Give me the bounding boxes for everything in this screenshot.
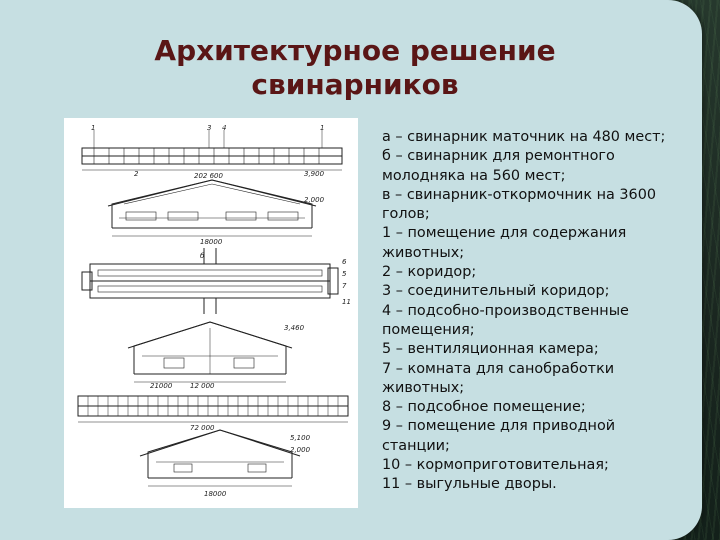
legend-line: 11 – выгульные дворы.	[382, 476, 557, 493]
architectural-drawing: 1 3 4 1 2 202 600 3,900 2,000 18000 б 6 …	[64, 118, 358, 508]
legend-line: в – свинарник-откормочник на 3600	[382, 186, 657, 203]
section-b	[127, 321, 293, 383]
label-b2: 5	[342, 270, 347, 278]
section-c	[139, 429, 301, 487]
legend-line: 5 – вентиляционная камера;	[382, 341, 599, 358]
legend-line: 1 – помещение для содержания	[382, 225, 627, 242]
title-line-1: Архитектурное решение	[154, 34, 556, 67]
span-b2: 21000	[150, 382, 173, 390]
legend-line: 7 – комната для санобработки	[382, 360, 615, 377]
plan-b	[81, 248, 339, 314]
legend-line: а – свинарник маточник на 480 мест;	[382, 129, 666, 145]
slide-panel: Архитектурное решение свинарников	[0, 0, 702, 540]
title-line-2: свинарников	[251, 68, 459, 101]
legend-line: 9 – помещение для приводной	[382, 418, 616, 435]
span-b3: 72 000	[190, 424, 215, 432]
legend-line: молодняка на 560 мест;	[382, 167, 566, 184]
legend-text: а – свинарник маточник на 480 мест; б – …	[382, 128, 694, 495]
span-c: 18000	[204, 490, 227, 498]
plan-c	[77, 395, 349, 423]
label-a5: 1	[320, 124, 324, 132]
legend-line: 2 – коридор;	[382, 264, 477, 281]
label-b1: 6	[342, 258, 347, 266]
drawing-svg: 1 3 4 1 2 202 600 3,900 2,000 18000 б 6 …	[77, 124, 351, 498]
section-b-mark: б	[200, 252, 205, 260]
label-a4: 4	[222, 124, 226, 132]
legend-line: голов;	[382, 206, 430, 223]
label-b3: 7	[342, 282, 347, 290]
legend-line: 3 – соединительный коридор;	[382, 283, 610, 300]
section-a	[107, 179, 317, 237]
elev-b1: 3,460	[284, 324, 305, 332]
legend-line: помещения;	[382, 321, 475, 338]
label-a1: 1	[91, 124, 95, 132]
legend-line: станции;	[382, 437, 450, 454]
elev-c2: 2,000	[290, 446, 311, 454]
plan-a	[81, 130, 343, 171]
legend-line: 8 – подсобное помещение;	[382, 399, 586, 416]
legend-line: животных;	[382, 244, 465, 261]
legend-line: 10 – кормоприготовительная;	[382, 457, 609, 474]
slide-title: Архитектурное решение свинарников	[120, 34, 590, 102]
legend-line: б – свинарник для ремонтного	[382, 148, 615, 165]
span-a: 18000	[200, 238, 223, 246]
legend-line: 4 – подсобно-производственные	[382, 302, 629, 319]
label-a2: 2	[134, 170, 139, 178]
elev-a1: 3,900	[304, 170, 325, 178]
label-b4: 11	[342, 298, 351, 306]
label-a3: 3	[207, 124, 211, 132]
span-b1: 12 000	[190, 382, 215, 390]
elev-a2: 2,000	[304, 196, 325, 204]
legend-line: животных;	[382, 379, 465, 396]
dim-top-a: 202 600	[194, 172, 223, 180]
elev-c1: 5,100	[290, 434, 311, 442]
